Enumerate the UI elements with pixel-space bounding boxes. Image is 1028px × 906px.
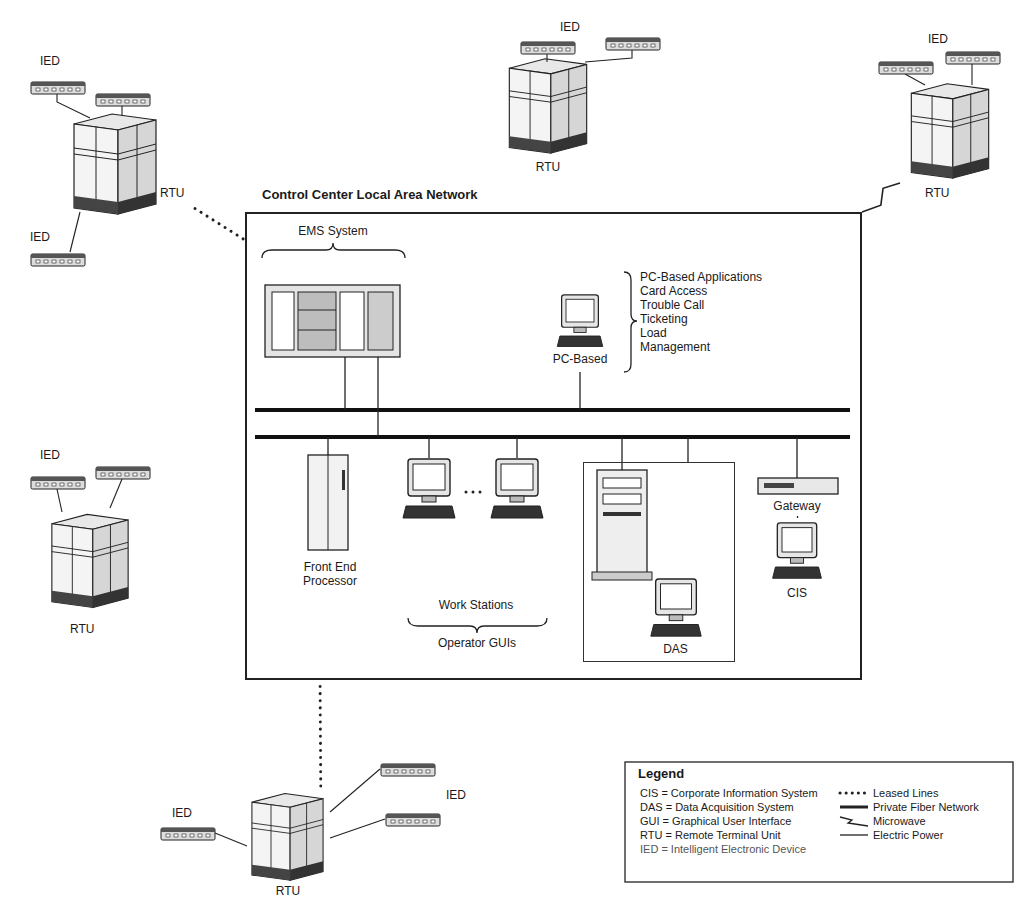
- legend-entry: GUI = Graphical User Interface: [640, 814, 836, 828]
- legend-entry: Leased Lines: [873, 786, 1009, 800]
- device-label: IED: [928, 32, 962, 46]
- node-label: PC-Based: [545, 352, 615, 366]
- application-item: Ticketing: [640, 312, 790, 326]
- cis-terminal: CIS: [755, 518, 840, 604]
- node-label: DAS: [651, 642, 701, 656]
- legend-entry: IED = Intelligent Electronic Device: [640, 842, 836, 856]
- device-label: IED: [30, 230, 64, 244]
- application-item: Trouble Call: [640, 298, 790, 312]
- work-stations: Work Stations: [395, 452, 553, 616]
- node-label: Front End Processor: [289, 560, 371, 588]
- legend-title: Legend: [638, 767, 718, 781]
- application-item: Card Access: [640, 284, 790, 298]
- node-label: EMS System: [273, 224, 393, 238]
- connector-line: [797, 516, 798, 518]
- lan-boundary: Control Center Local Area NetworkEMS Sys…: [245, 212, 862, 680]
- rtu: RTU: [500, 50, 595, 178]
- front-end-processor: Front End Processor: [288, 450, 372, 595]
- node-label: CIS: [772, 586, 822, 600]
- application-item: Load Management: [640, 326, 712, 354]
- device-label: IED: [40, 54, 74, 68]
- legend-entry: DAS = Data Acquisition System: [640, 800, 836, 814]
- rtu: RTU: [900, 75, 1000, 202]
- leased-line: [319, 680, 323, 786]
- rtu: RTU: [240, 786, 335, 902]
- legend-entry: CIS = Corporate Information System: [640, 786, 836, 800]
- device-label: IED: [172, 806, 206, 820]
- application-item: PC-Based Applications: [640, 270, 790, 284]
- group-label: Operator GUIs: [417, 636, 537, 650]
- device-label: IED: [560, 20, 594, 34]
- node-label: RTU: [268, 884, 308, 898]
- rtu: RTU: [70, 105, 195, 220]
- legend-entry: Electric Power: [873, 828, 1009, 842]
- microwave-link: [862, 183, 900, 212]
- leased-line: [195, 209, 245, 241]
- node-label: RTU: [925, 186, 965, 200]
- legend-entry: RTU = Remote Terminal Unit: [640, 828, 836, 842]
- legend-entry: Private Fiber Network: [873, 800, 1009, 814]
- gateway: Gateway: [755, 474, 840, 516]
- ems-system: EMS System: [255, 222, 410, 360]
- legend-entry: Microwave: [873, 814, 1009, 828]
- node-label: Gateway: [757, 499, 837, 513]
- node-label: RTU: [70, 622, 110, 636]
- das-box: DAS: [583, 462, 735, 662]
- pc-workstation: PC-Based: [545, 290, 617, 368]
- device-label: IED: [40, 448, 74, 462]
- device-label: IED: [446, 788, 480, 802]
- node-label: Work Stations: [416, 598, 536, 612]
- rtu: RTU: [45, 500, 135, 640]
- network-title: Control Center Local Area Network: [262, 188, 582, 202]
- node-label: RTU: [160, 186, 194, 200]
- node-label: RTU: [528, 160, 568, 174]
